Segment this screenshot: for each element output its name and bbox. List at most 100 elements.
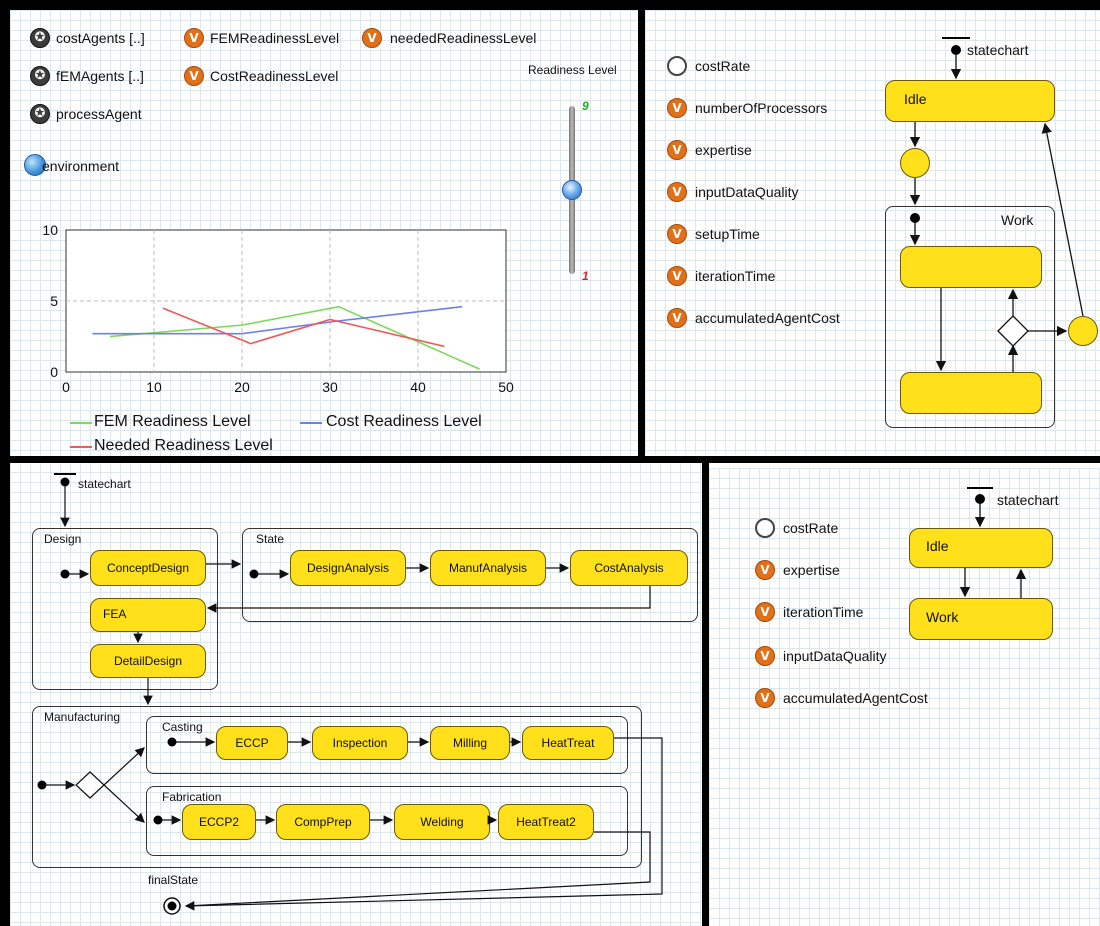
legend-label-cost: Cost Readiness Level	[326, 413, 482, 430]
numberofprocessors-label[interactable]: numberOfProcessors	[695, 100, 828, 116]
rate-icon[interactable]	[755, 518, 775, 538]
state-initial-point	[249, 569, 259, 579]
expertise-label[interactable]: expertise	[695, 142, 752, 158]
variable-icon[interactable]: V	[362, 28, 382, 48]
casting-composite-state[interactable]	[146, 716, 628, 774]
casting-group-label: Casting	[162, 720, 203, 734]
manufacturing-group-label: Manufacturing	[44, 710, 121, 724]
agent-icon[interactable]: ✪	[30, 104, 50, 124]
variable-icon[interactable]: V	[755, 560, 775, 580]
variable-icon[interactable]: V	[667, 182, 687, 202]
manuf-analysis-state[interactable]: ManufAnalysis	[430, 550, 546, 586]
iterationtime-label[interactable]: iterationTime	[783, 604, 864, 620]
manuf-analysis-label: ManufAnalysis	[448, 561, 528, 575]
state-group-label: State	[256, 532, 285, 546]
work-state-label: Work	[926, 609, 959, 625]
y-tick-label: 5	[50, 293, 58, 309]
variable-icon[interactable]: V	[667, 140, 687, 160]
work-composite-state[interactable]	[885, 206, 1055, 428]
variable-icon[interactable]: V	[667, 308, 687, 328]
milling-state[interactable]: Milling	[430, 726, 510, 760]
fea-state[interactable]: FEA	[90, 598, 206, 632]
eccp2-label: ECCP2	[198, 815, 239, 829]
design-analysis-label: DesignAnalysis	[306, 561, 390, 575]
concept-design-state[interactable]: ConceptDesign	[90, 550, 206, 586]
inputdataquality-label[interactable]: inputDataQuality	[695, 184, 799, 200]
idle-state[interactable]: Idle	[909, 528, 1053, 568]
design-analysis-state[interactable]: DesignAnalysis	[290, 550, 406, 586]
eccp2-state[interactable]: ECCP2	[182, 804, 256, 840]
panel-divider-horizontal	[0, 456, 1100, 463]
readiness-slider-thumb[interactable]	[562, 180, 582, 200]
costrate-label[interactable]: costRate	[695, 58, 751, 74]
panel-divider-vertical-top	[638, 0, 645, 462]
final-state-inner	[167, 901, 177, 911]
design-composite-state[interactable]	[32, 528, 218, 690]
heat-treat-state[interactable]: HeatTreat	[522, 726, 614, 760]
manufacturing-composite-state[interactable]	[32, 706, 642, 868]
casting-initial-point	[167, 737, 177, 747]
idle-state[interactable]: Idle	[885, 80, 1055, 122]
exit-state[interactable]	[1068, 316, 1098, 346]
iterationtime-label[interactable]: iterationTime	[695, 268, 776, 284]
welding-state[interactable]: Welding	[394, 804, 490, 840]
legend-label-fem: FEM Readiness Level	[94, 413, 251, 430]
accumulatedagentcost-label[interactable]: accumulatedAgentCost	[783, 690, 928, 706]
cost-analysis-state[interactable]: CostAnalysis	[570, 550, 688, 586]
concept-design-label: ConceptDesign	[106, 561, 190, 575]
expertise-label[interactable]: expertise	[783, 562, 840, 578]
work-state[interactable]: Work	[909, 598, 1053, 640]
variable-icon[interactable]: V	[667, 224, 687, 244]
intermediate-state[interactable]	[900, 148, 930, 178]
variable-icon[interactable]: V	[184, 28, 204, 48]
accumulatedagentcost-label[interactable]: accumulatedAgentCost	[695, 310, 840, 326]
fea-label: FEA	[103, 607, 127, 621]
top-left-panel: ✪ costAgents [..] ✪ fEMAgents [..] ✪ pro…	[10, 10, 638, 456]
top-right-transitions	[909, 37, 1084, 372]
idle-state-label: Idle	[904, 91, 927, 107]
variable-icon[interactable]: V	[667, 98, 687, 118]
work-lower-state[interactable]	[900, 372, 1042, 414]
environment-globe-icon[interactable]	[24, 154, 46, 176]
eccp-state[interactable]: ECCP	[216, 726, 288, 760]
work-upper-state[interactable]	[900, 246, 1042, 288]
variable-icon[interactable]: V	[755, 646, 775, 666]
legend-swatch-cost	[300, 422, 322, 424]
comp-prep-state[interactable]: CompPrep	[276, 804, 370, 840]
variable-icon[interactable]: V	[184, 66, 204, 86]
fabrication-initial-point	[153, 815, 163, 825]
agent-icon[interactable]: ✪	[30, 28, 50, 48]
femreadiness-variable-label[interactable]: FEMReadinessLevel	[210, 30, 340, 46]
x-tick-label: 20	[234, 379, 250, 395]
branch-diamond[interactable]	[997, 315, 1029, 347]
inspection-state[interactable]: Inspection	[312, 726, 408, 760]
design-group-label: Design	[44, 532, 82, 546]
variable-icon[interactable]: V	[755, 602, 775, 622]
costrate-label[interactable]: costRate	[783, 520, 839, 536]
agent-icon[interactable]: ✪	[30, 66, 50, 86]
detail-design-state[interactable]: DetailDesign	[90, 644, 206, 678]
inputdataquality-label[interactable]: inputDataQuality	[783, 648, 887, 664]
environment-label[interactable]: environment	[42, 158, 120, 174]
x-tick-label: 10	[146, 379, 162, 395]
femagents-label[interactable]: fEMAgents [..]	[56, 68, 144, 84]
heat-treat2-label: HeatTreat2	[516, 815, 576, 829]
costreadiness-variable-label[interactable]: CostReadinessLevel	[210, 68, 339, 84]
rate-icon[interactable]	[667, 56, 687, 76]
state-composite-state[interactable]	[242, 528, 698, 622]
variable-icon[interactable]: V	[755, 688, 775, 708]
x-tick-label: 30	[322, 379, 338, 395]
manufacturing-branch-diamond[interactable]	[75, 771, 105, 799]
setuptime-label[interactable]: setupTime	[695, 226, 760, 242]
heat-treat2-state[interactable]: HeatTreat2	[498, 804, 594, 840]
milling-label: Milling	[452, 736, 487, 750]
variable-icon[interactable]: V	[667, 266, 687, 286]
processagent-label[interactable]: processAgent	[56, 106, 142, 122]
costagents-label[interactable]: costAgents [..]	[56, 30, 145, 46]
cost-analysis-label: CostAnalysis	[594, 561, 664, 575]
neededreadiness-variable-label[interactable]: neededReadinessLevel	[390, 30, 537, 46]
fabrication-composite-state[interactable]	[146, 786, 628, 856]
legend-swatch-needed	[70, 446, 92, 448]
inspection-label: Inspection	[332, 736, 388, 750]
